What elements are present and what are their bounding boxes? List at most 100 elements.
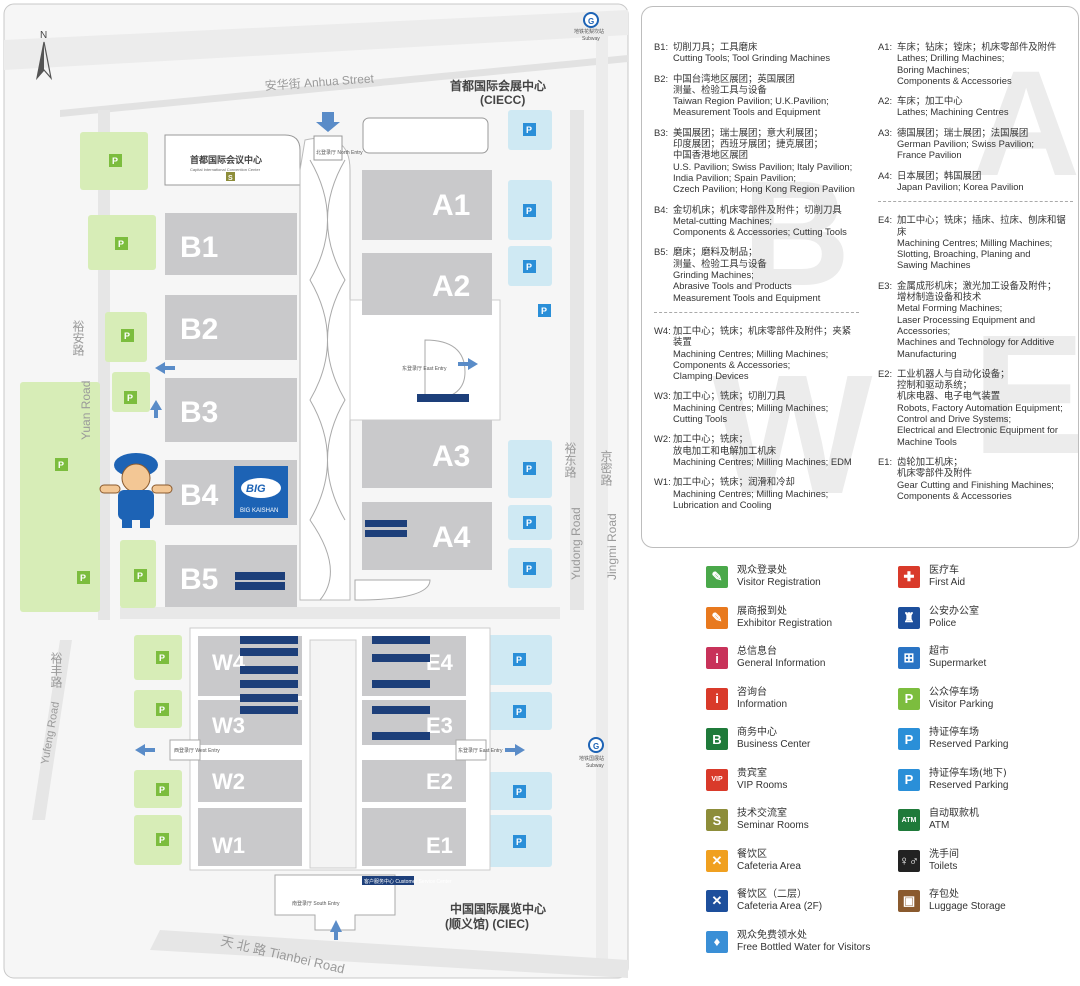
svg-text:Subway: Subway: [582, 36, 600, 42]
central-corridor: [299, 137, 501, 601]
svg-text:P: P: [118, 239, 124, 249]
svg-text:P: P: [127, 393, 133, 403]
hall-entry-e3: E3:金属成形机床；激光加工设备及附件； 增材制造设备和技术 Metal For…: [878, 279, 1057, 359]
svg-text:北登录厅 North Entry: 北登录厅 North Entry: [316, 149, 363, 156]
legend-label-cn: 公安办公室: [929, 605, 979, 617]
hall-entry-e1: E1:齿轮加工机床； 机床零部件及附件 Gear Cutting and Fin…: [878, 455, 1054, 501]
anhua-street: [4, 10, 628, 70]
subway-north-icon: G 地铁花梨坎站 Subway: [574, 12, 604, 42]
seminar-rooms-icon: S: [706, 809, 728, 831]
svg-text:P: P: [80, 573, 86, 583]
svg-text:W2: W2: [212, 769, 245, 794]
svg-text:B5: B5: [180, 563, 218, 596]
svg-text:A4: A4: [432, 521, 471, 554]
yuan-road-en: Yuan Road: [79, 381, 93, 440]
svg-text:P: P: [159, 705, 165, 715]
ciecc-title-en: (CIECC): [480, 93, 525, 107]
svg-text:P: P: [526, 464, 532, 474]
svg-text:W3: W3: [212, 713, 245, 738]
legend-label-cn: 自动取款机: [929, 808, 979, 819]
hall-labels-ab: A1 A2 A3 A4 B1 B2 B3 B4 B5: [180, 189, 471, 596]
south-complex: [169, 627, 491, 931]
legend-label-en: Reserved Parking: [929, 779, 1009, 791]
yudong-road: [570, 110, 584, 610]
legend-label-cn: 展商报到处: [737, 605, 787, 617]
svg-text:西登录厅 West Entry: 西登录厅 West Entry: [174, 747, 220, 754]
legend-label-en: Reserved Parking: [929, 739, 1009, 750]
legend-label-cn: 持证停车场: [929, 727, 979, 738]
first-aid-icon: ✚: [898, 566, 920, 588]
supermarket-icon: ⊞: [898, 647, 920, 669]
legend-label-en: Free Bottled Water for Visitors: [737, 941, 871, 953]
svg-text:G: G: [588, 17, 594, 26]
hall-entry-a4: A4:日本展团；韩国展团 Japan Pavilion; Korea Pavil…: [878, 169, 1024, 192]
visitor-registration-icon: ✎: [706, 566, 728, 588]
svg-text:B3: B3: [180, 396, 218, 429]
atm-icon: ATM: [898, 809, 920, 831]
vip-rooms-icon: VIP: [706, 768, 728, 791]
legend-label-en: VIP Rooms: [737, 779, 788, 791]
hall-legend-panel: B A W E B1:切削刀具；工具磨床 Cutting Tools; Tool…: [641, 6, 1079, 548]
yudong-road-cn: 裕东路: [563, 441, 577, 479]
legend-label-en: Supermarket: [929, 658, 987, 669]
yudong-road-en: Yudong Road: [569, 507, 583, 580]
hall-legend-left: B1:切削刀具；工具磨床 Cutting Tools; Tool Grindin…: [654, 41, 859, 519]
hall-entry-e4: E4:加工中心；铣床；插床、拉床、刨床和锯床 Machining Centres…: [878, 214, 1066, 271]
reserved-parking-icon: P: [898, 728, 920, 750]
svg-text:P: P: [526, 518, 532, 528]
legend-label-cn: 贵宾室: [737, 767, 767, 779]
hall-entry-b3: B3:美国展团；瑞士展团；意大利展团； 印度展团；西班牙展团；捷克展团； 中国香…: [654, 126, 855, 195]
ciecc-annex: [362, 117, 489, 154]
svg-text:P: P: [137, 571, 143, 581]
toilets-icon: ♀♂: [898, 849, 920, 872]
yufeng-road-cn: 裕丰路: [49, 651, 63, 689]
venue-map: N P P P P P P P P P P P: [3, 3, 629, 979]
legend-label-en: Toilets: [929, 860, 958, 872]
north-label: N: [40, 30, 47, 41]
legend-divider: [654, 311, 859, 313]
visitor-parking-icon: P: [898, 687, 920, 710]
business-center-icon: B: [706, 728, 728, 750]
jingmi-road-cn: 京密路: [599, 450, 613, 487]
luggage-storage-icon: ▣: [898, 890, 920, 912]
cicc-en: Capital International Convention Center: [190, 167, 261, 172]
svg-text:BIG: BIG: [246, 483, 266, 495]
exhibitor-registration-icon: ✎: [706, 606, 728, 629]
yufeng-road: [32, 640, 72, 820]
svg-text:A1: A1: [432, 189, 470, 222]
svg-text:B2: B2: [180, 313, 218, 346]
legend-label-cn: 存包处: [929, 889, 959, 900]
svg-text:S: S: [228, 175, 233, 182]
water-icon: ♦: [706, 930, 728, 953]
svg-text:BIG KAISHAN: BIG KAISHAN: [240, 508, 278, 514]
legend-label-en: Cafeteria Area (2F): [737, 901, 823, 912]
entrance-arrows: [135, 112, 525, 940]
entry-labels: 北登录厅 North Entry 东登录厅 East Entry 西登录厅 We…: [174, 135, 503, 907]
ciec-title-en: (顺义馆) (CIEC): [445, 916, 529, 931]
info-tags: [235, 394, 469, 740]
legend-label-cn: 洗手间: [929, 848, 959, 860]
legend-label-cn: 医疗车: [929, 565, 959, 576]
svg-text:E3: E3: [426, 713, 453, 738]
legend-label-en: Luggage Storage: [929, 901, 1006, 912]
svg-text:A2: A2: [432, 270, 470, 303]
svg-text:P: P: [58, 460, 64, 470]
big-kaishan-logo: BIG BIG KAISHAN: [234, 466, 288, 518]
ciecc-title-cn: 首都国际会展中心: [450, 78, 546, 93]
legend-divider: [878, 201, 1073, 203]
svg-text:P: P: [516, 707, 522, 717]
svg-text:东登录厅 East Entry: 东登录厅 East Entry: [458, 747, 503, 754]
svg-text:Subway: Subway: [586, 763, 604, 769]
hall-entry-w2: W2:加工中心；铣床； 放电加工和电解加工机床 Machining Centre…: [654, 433, 852, 467]
cicc-building: 首都国际会议中心 Capital International Conventio…: [164, 134, 301, 186]
